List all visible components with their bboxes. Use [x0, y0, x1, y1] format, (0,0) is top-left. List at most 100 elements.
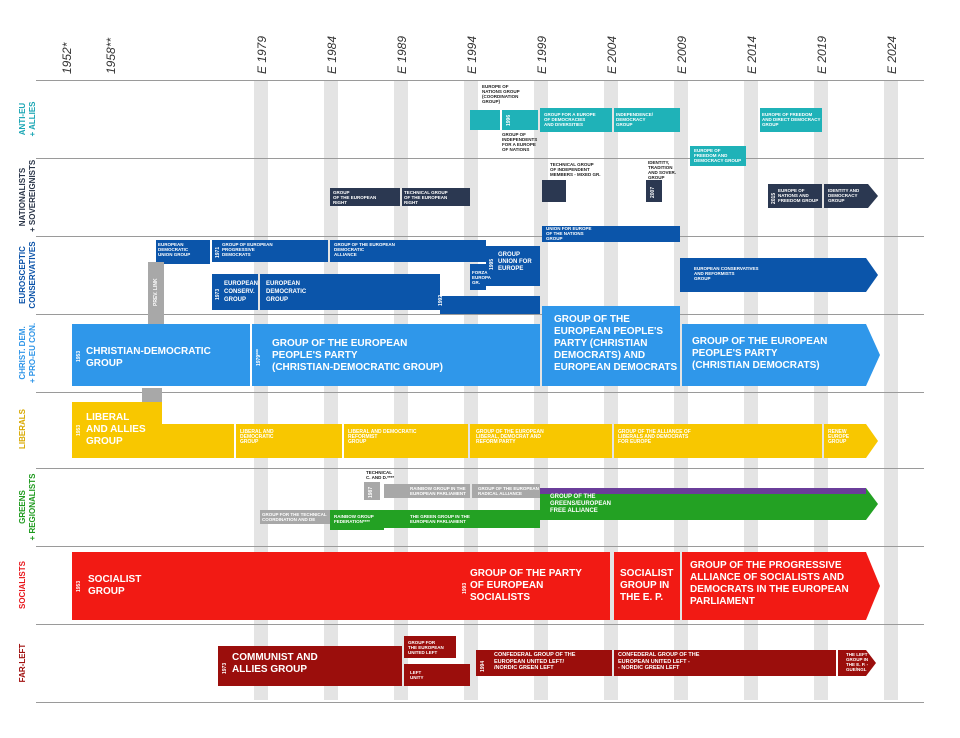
- block-liberal-allies: [72, 402, 162, 458]
- row-label-socialists: SOCIALISTS: [18, 561, 27, 610]
- year-label: E 2019: [815, 35, 829, 74]
- row-label-liberals: LIBERALS: [18, 409, 27, 449]
- block-forza: [470, 264, 486, 290]
- row-label-nationalists: NATIONALISTS + SOVEREIGNISTS: [18, 159, 37, 232]
- year-label: E 1984: [325, 35, 339, 74]
- block-eul: [404, 636, 456, 658]
- label-left-unity: LEFT UNITY: [410, 670, 424, 680]
- label-efd: EUROPE OF FREEDOM AND DEMOCRACY GROUP: [694, 148, 742, 163]
- label-pes: GROUP OF THE PARTY OF EUROPEAN SOCIALIST…: [470, 568, 582, 603]
- label-enf: EUROPE OF NATIONS AND FREEDOM GROUP: [778, 188, 819, 203]
- year-label: E 1989: [395, 35, 409, 74]
- label-technical-cd: TECHNICAL C. AND D.****: [366, 470, 395, 480]
- block-ecg: [212, 274, 258, 310]
- block-efdd: [760, 108, 822, 132]
- label-uen-nations: UNION FOR EUROPE OF THE NATIONS GROUP: [546, 226, 592, 241]
- block-left: [838, 650, 866, 676]
- block-technical-cd: [364, 482, 380, 500]
- row-divider: [36, 702, 924, 703]
- block-epd: [212, 240, 328, 262]
- label-greens-efa: GROUP OF THE GREENS/EUROPEAN FREE ALLIAN…: [550, 494, 612, 514]
- arrow-epp: [866, 324, 880, 386]
- label-prev-link: PREV. LINK: [153, 278, 159, 306]
- block-rainbow-fed: [330, 510, 384, 530]
- block-id: [824, 184, 868, 208]
- block-edg: [260, 274, 440, 310]
- block-eldr: [470, 424, 612, 458]
- label-alde: GROUP OF THE ALLIANCE OF LIBERALS AND DE…: [618, 429, 691, 445]
- label-eldr: GROUP OF THE EUROPEAN LIBERAL, DEMOCRAT …: [476, 429, 544, 445]
- block-socialist-group: [72, 552, 460, 620]
- year-label: E 2004: [605, 35, 619, 74]
- arrow-sd: [866, 552, 880, 620]
- column-1989: [394, 80, 408, 700]
- year-label: E 1994: [465, 35, 479, 74]
- label-epp-cd: GROUP OF THE EUROPEAN PEOPLE'S PARTY (CH…: [272, 338, 443, 373]
- block-tgi: [542, 180, 566, 202]
- label-rainbow-fed: RAINBOW GROUP FEDERATION****: [334, 514, 374, 524]
- label-left: THE LEFT GROUP IN THE E. P. - GUE/NGL: [846, 652, 869, 672]
- year-label: E 2009: [675, 35, 689, 74]
- block-uen-nations: [542, 226, 680, 242]
- label-sd: GROUP OF THE PROGRESSIVE ALLIANCE OF SOC…: [690, 560, 849, 607]
- label-renew: RENEW EUROPE GROUP: [828, 429, 850, 445]
- block-ldg: [236, 424, 342, 458]
- block-anti-eu-1996: [502, 110, 538, 130]
- label-ldg: LIBERAL AND DEMOCRATIC GROUP: [240, 429, 274, 445]
- arrow-renew: [866, 424, 878, 458]
- year-1995: 1995: [489, 258, 495, 270]
- label-era: GROUP OF THE EUROPEAN RADICAL ALLIANCE: [478, 486, 539, 496]
- year-label: E 2024: [885, 35, 899, 74]
- block-edu: [156, 240, 210, 264]
- label-eul: GROUP FOR THE EUROPEAN UNITED LEFT: [408, 640, 444, 655]
- row-divider: [36, 236, 924, 237]
- label-sg-ep: SOCIALIST GROUP IN THE E. P.: [620, 568, 674, 603]
- block-guengl2: [614, 650, 836, 676]
- block-cd-group: [72, 324, 250, 386]
- label-efdd: EUROPE OF FREEDOM AND DIRECT DEMOCRACY G…: [762, 112, 821, 127]
- label-eda: GROUP OF THE EUROPEAN DEMOCRATIC ALLIANC…: [334, 242, 395, 257]
- block-epp-ed: [542, 306, 680, 386]
- row-divider: [36, 158, 924, 159]
- block-efa-purple: [540, 488, 866, 494]
- row-divider: [36, 624, 924, 625]
- row-label-greens: GREENS + REGIONALISTS: [18, 473, 37, 541]
- year-label: 1952*: [60, 42, 74, 74]
- year-1953-soc: 1953: [76, 580, 82, 592]
- label-epp-ed: GROUP OF THE EUROPEAN PEOPLE'S PARTY (CH…: [554, 314, 678, 373]
- label-cd-group: CHRISTIAN-DEMOCRATIC GROUP: [86, 346, 211, 369]
- label-independents: GROUP OF INDEPENDENTS FOR A EUROPE OF NA…: [502, 132, 538, 152]
- arrow-id: [868, 184, 878, 208]
- block-era: [472, 484, 540, 498]
- label-europe-of-nations: EUROPE OF NATIONS GROUP (COORDINATION GR…: [482, 84, 520, 104]
- year-label: E 2014: [745, 35, 759, 74]
- label-communist: COMMUNIST AND ALLIES GROUP: [232, 652, 318, 675]
- year-2007: 2007: [650, 186, 656, 198]
- label-epp: GROUP OF THE EUROPEAN PEOPLE'S PARTY (CH…: [692, 336, 828, 371]
- label-tgi: TECHNICAL GROUP OF INDEPENDENT MEMBERS -…: [550, 162, 601, 177]
- row-divider: [36, 80, 924, 81]
- row-label-anti-eu: ANTI-EU + ALLIES: [18, 101, 37, 137]
- block-anti-eu-1994: [470, 110, 500, 130]
- arrow-ecr: [866, 258, 878, 292]
- arrow-greens-efa: [866, 488, 878, 520]
- label-uen-group: GROUP UNION FOR EUROPE: [498, 252, 532, 272]
- label-green-group: THE GREEN GROUP IN THE EUROPEAN PARLIAME…: [410, 514, 470, 524]
- block-sd: [682, 552, 866, 620]
- row-divider: [36, 392, 924, 393]
- label-epd: GROUP OF EUROPEAN PROGRESSIVE DEMOCRATS: [222, 242, 273, 257]
- column-2019: [814, 80, 828, 700]
- year-label: 1958**: [104, 37, 118, 74]
- row-label-far-left: FAR-LEFT: [18, 643, 27, 683]
- year-1953-cd: 1953: [76, 350, 82, 362]
- row-label-christdem: CHRIST. DEM. + PRO-EU CON.: [18, 322, 37, 384]
- block-tech-coord: [260, 510, 330, 524]
- block-efd: [690, 146, 746, 166]
- block-pes: [460, 552, 610, 620]
- year-1992: 1992: [438, 294, 444, 306]
- block-epp: [682, 324, 866, 386]
- year-1979-cd: 1979***: [256, 349, 262, 366]
- block-tech-european-right: [402, 188, 470, 206]
- block-green-group: [384, 510, 540, 528]
